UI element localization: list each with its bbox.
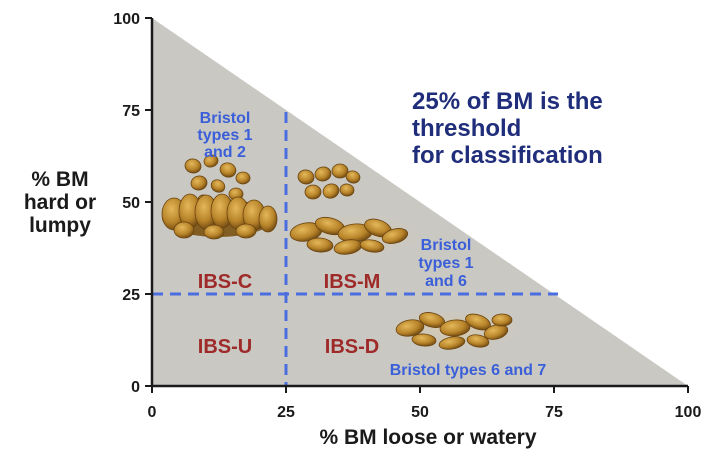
mushy-piece-icon xyxy=(359,239,385,253)
y-axis-label-line: hard or xyxy=(23,191,97,214)
mushy-piece-icon xyxy=(306,237,334,253)
hard-lump-icon xyxy=(190,175,208,191)
x-axis-label: % BM loose or watery xyxy=(319,426,536,449)
y-axis-label: % BM hard or lumpy xyxy=(4,168,116,237)
bristol-label-line: types 1 xyxy=(418,255,473,272)
watery-piece-icon xyxy=(466,334,490,348)
x-tick-label: 100 xyxy=(675,404,702,421)
watery-piece-icon xyxy=(491,313,513,327)
watery-piece-icon xyxy=(483,324,509,340)
watery-piece-icon xyxy=(411,333,437,347)
y-tick-label: 0 xyxy=(131,379,140,396)
y-axis-label-line: % BM xyxy=(31,168,89,191)
lumpy-sausage-segment-icon xyxy=(203,224,225,240)
axis-ticks: 0 25 50 75 100 0 25 50 75 100 xyxy=(113,11,701,421)
hard-lump-icon xyxy=(297,169,315,185)
lumpy-sausage-segment-icon xyxy=(173,221,195,239)
hard-lump-icon xyxy=(331,163,349,179)
hard-lump-icon xyxy=(235,171,251,185)
bristol-label-types-1-6: Bristol types 1 and 6 xyxy=(418,237,473,290)
region-label-ibs-d: IBS-D xyxy=(325,336,379,358)
hard-lump-icon xyxy=(210,179,226,193)
region-label-ibs-c: IBS-C xyxy=(198,271,252,293)
stool-illustrations xyxy=(161,154,525,352)
hard-lump-icon xyxy=(339,183,355,197)
bristol-label-line: types 1 xyxy=(197,127,252,144)
bristol-label-line: and 6 xyxy=(425,273,467,290)
bristol-label-types-1-2: Bristol types 1 and 2 xyxy=(197,110,252,161)
annotation-line-1: 25% of BM is the xyxy=(412,88,603,115)
x-tick-label: 50 xyxy=(411,404,429,421)
y-tick-label: 75 xyxy=(122,103,140,120)
bristol-label-line: Bristol xyxy=(200,110,251,127)
region-label-ibs-m: IBS-M xyxy=(324,271,381,293)
y-axis-label-line: lumpy xyxy=(29,214,91,237)
threshold-annotation: 25% of BM is the threshold for classific… xyxy=(412,88,603,169)
hard-lump-icon xyxy=(314,166,332,182)
mushy-piece-icon xyxy=(381,228,409,244)
y-tick-label: 50 xyxy=(122,195,140,212)
x-tick-label: 25 xyxy=(277,404,295,421)
watery-piece-icon xyxy=(395,319,425,337)
hard-lump-icon xyxy=(203,154,219,168)
hard-lump-icon xyxy=(219,162,237,178)
x-tick-label: 0 xyxy=(148,404,157,421)
lumpy-sausage-segment-icon xyxy=(235,223,257,239)
hard-lump-icon xyxy=(184,158,202,174)
watery-piece-icon xyxy=(439,319,471,337)
annotation-line-2: threshold xyxy=(412,115,521,142)
hard-lump-icon xyxy=(304,184,322,200)
annotation-line-3: for classification xyxy=(412,142,603,169)
hard-lump-icon xyxy=(345,170,361,184)
bristol-label-types-6-7: Bristol types 6 and 7 xyxy=(390,362,547,379)
hard-lump-icon xyxy=(322,183,340,199)
y-tick-label: 100 xyxy=(113,11,140,28)
lumpy-sausage-segment-icon xyxy=(258,205,278,233)
region-labels: IBS-C IBS-M IBS-U IBS-D xyxy=(198,271,381,358)
watery-piece-icon xyxy=(438,336,466,350)
region-label-ibs-u: IBS-U xyxy=(198,336,252,358)
x-tick-label: 75 xyxy=(545,404,563,421)
bristol-label-line: and 2 xyxy=(204,144,246,161)
y-tick-label: 25 xyxy=(122,287,140,304)
bristol-label-line: Bristol xyxy=(421,237,472,254)
